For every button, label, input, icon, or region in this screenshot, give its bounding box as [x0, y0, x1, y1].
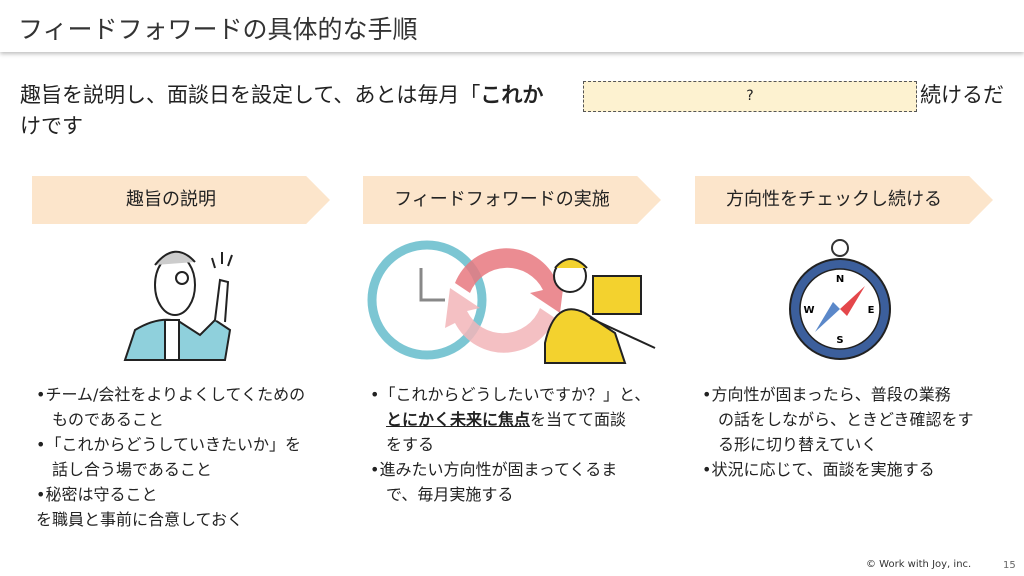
copyright: © Work with Joy, inc.	[866, 559, 972, 570]
step1-bullets: •チーム/会社をよりよくしてくための ものであること •「これからどうしていきた…	[36, 382, 305, 532]
bullet: •チーム/会社をよりよくしてくための	[36, 385, 306, 404]
clock-cycle-laptop-icon	[367, 240, 656, 364]
lead-line2: けです	[20, 114, 83, 138]
bullet: ものであること	[36, 410, 164, 429]
compass-icon: N E S W	[789, 239, 891, 360]
lead-part1: 趣旨を説明し、面談日を設定して、あとは毎月「	[20, 83, 481, 107]
bullet: 話し合う場であること	[36, 460, 212, 479]
emphasis-text: とにかく未来に焦点	[386, 410, 531, 429]
lead-part3: 続けるだ	[920, 83, 1004, 107]
bullet: を職員と事前に合意しておく	[36, 510, 244, 529]
bullet: •方向性が固まったら、普段の業務	[702, 385, 951, 404]
step-banner-1: 趣旨の説明	[32, 176, 330, 224]
bullet: とにかく未来に焦点を当てて面談	[370, 407, 650, 432]
bullet: をする	[370, 435, 435, 454]
bullet: •「これからどうしていきたいか」を	[36, 435, 301, 454]
bullet: で、毎月実施する	[370, 485, 514, 504]
hidden-answer-box[interactable]: ?	[583, 81, 917, 112]
compass-n: N	[836, 274, 844, 285]
bullet: •進みたい方向性が固まってくるま	[370, 460, 618, 479]
bullet: の話をしながら、ときどき確認をす	[702, 410, 974, 429]
compass-w: W	[803, 305, 814, 316]
bullet: •状況に応じて、面談を実施する	[702, 460, 935, 479]
bullet: る形に切り替えていく	[702, 435, 878, 454]
compass-s: S	[836, 335, 843, 346]
teacher-pointing-icon	[123, 250, 233, 361]
step3-bullets: •方向性が固まったら、普段の業務 の話をしながら、ときどき確認をす る形に切り替…	[702, 382, 974, 482]
bullet-rest: を当てて面談	[530, 410, 627, 429]
step-banner-3: 方向性をチェックし続ける	[695, 176, 993, 224]
page-title: フィードフォワードの具体的な手順	[18, 15, 418, 44]
lead-bold: これか	[480, 83, 544, 107]
compass-e: E	[868, 305, 875, 316]
lead-text: 趣旨を説明し、面談日を設定して、あとは毎月「これか	[20, 80, 543, 111]
step-banner-2: フィードフォワードの実施	[363, 176, 661, 224]
page-number: 15	[1003, 560, 1016, 571]
step2-bullets: •「これからどうしたいですか？」と、 とにかく未来に焦点を当てて面談 をする •…	[370, 382, 650, 507]
title-bar: フィードフォワードの具体的な手順	[0, 0, 1024, 52]
bullet: •「これからどうしたいですか？」と、	[370, 385, 651, 404]
bullet: •秘密は守ること	[36, 485, 158, 504]
